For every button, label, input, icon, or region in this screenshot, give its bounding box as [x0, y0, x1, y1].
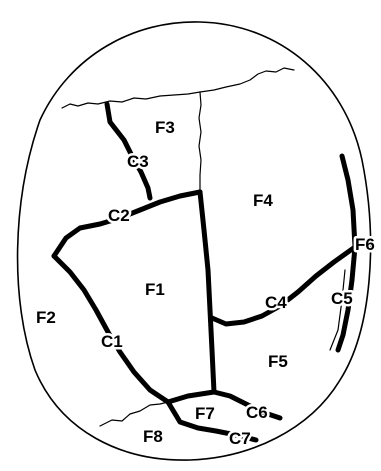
region-label-f2: F2 [36, 308, 56, 327]
crack-label-c4: C4 [265, 293, 287, 312]
crack-c3-line [107, 104, 150, 198]
crack-f1-f4-line [200, 192, 214, 392]
f3-f4-boundary-line [199, 92, 201, 192]
crack-c4-line [212, 247, 355, 324]
region-label-f7: F7 [195, 404, 215, 423]
upper-fracture-line [62, 68, 294, 108]
lower-left-fracture-line [100, 402, 168, 426]
region-label-f1: F1 [145, 280, 165, 299]
crack-label-c1: C1 [101, 332, 123, 351]
crack-label-c6: C6 [246, 403, 268, 422]
crack-label-c2: C2 [108, 206, 130, 225]
crack-label-c3: C3 [127, 152, 149, 171]
crack-label-c5: C5 [331, 289, 353, 308]
region-label-f5: F5 [268, 352, 288, 371]
region-label-f6: F6 [355, 235, 375, 254]
crack-label-c7: C7 [229, 429, 251, 448]
region-label-f3: F3 [155, 118, 175, 137]
region-label-f4: F4 [253, 191, 273, 210]
crack-c1-line [54, 256, 168, 402]
region-label-f8: F8 [143, 427, 163, 446]
